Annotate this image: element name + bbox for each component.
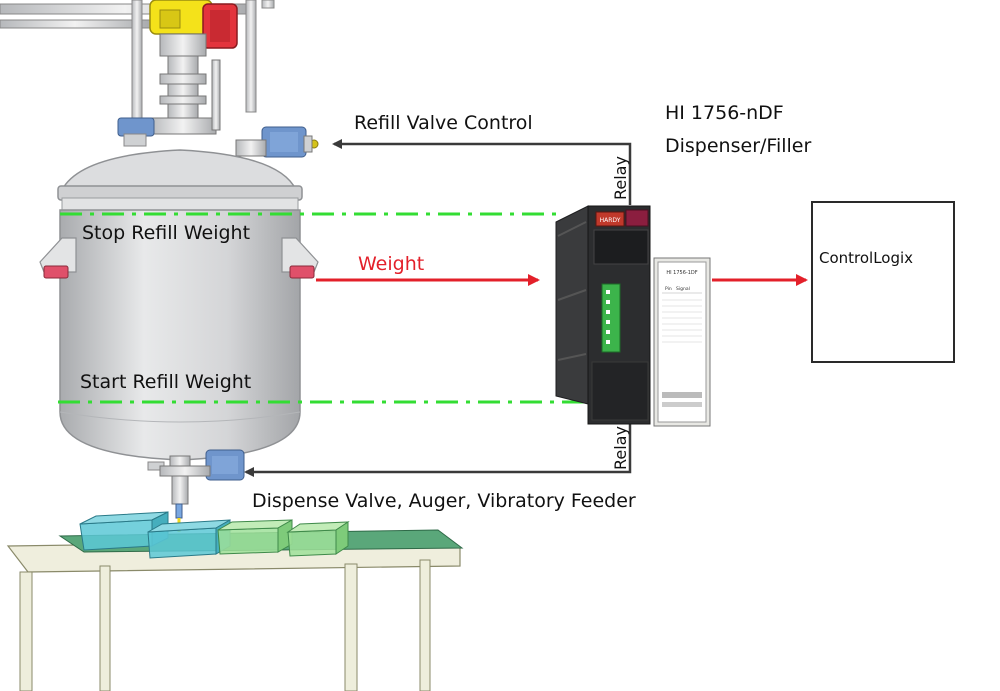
relay-bottom-label: Relay bbox=[611, 426, 630, 470]
faceplate-title: HI 1756-1DF bbox=[666, 270, 697, 276]
weight-label: Weight bbox=[358, 253, 424, 275]
faceplate-col-pin: Pin bbox=[665, 286, 672, 292]
controllogix-label: ControlLogix bbox=[819, 249, 913, 267]
overhead-piping bbox=[0, 0, 275, 131]
relay-top-label: Relay bbox=[611, 156, 630, 200]
agitator-motor bbox=[149, 0, 238, 135]
module-brand-plate bbox=[625, 209, 649, 227]
refill-valve bbox=[235, 126, 319, 158]
dispense-control-arrow bbox=[244, 420, 632, 477]
bins bbox=[79, 511, 350, 559]
device-name-line2: Dispenser/Filler bbox=[665, 135, 811, 157]
start-refill-weight-label: Start Refill Weight bbox=[80, 371, 251, 393]
module-brand: HARDY bbox=[600, 217, 621, 224]
top-valve-left bbox=[117, 117, 155, 147]
terminal-connector bbox=[601, 283, 621, 353]
controllogix-box bbox=[811, 201, 955, 363]
tank bbox=[39, 149, 319, 471]
device-name-line1: HI 1756-nDF bbox=[665, 102, 784, 124]
refill-valve-control-arrow bbox=[332, 139, 632, 205]
conveyor-table bbox=[6, 529, 464, 691]
refill-valve-control-label: Refill Valve Control bbox=[354, 112, 533, 134]
stop-refill-weight-label: Stop Refill Weight bbox=[82, 222, 250, 244]
faceplate-col-signal: Signal bbox=[676, 286, 690, 292]
dispenser-module: HARDY HI 1756-1DF Pin Signal bbox=[555, 205, 711, 427]
dispense-label: Dispense Valve, Auger, Vibratory Feeder bbox=[252, 490, 636, 512]
